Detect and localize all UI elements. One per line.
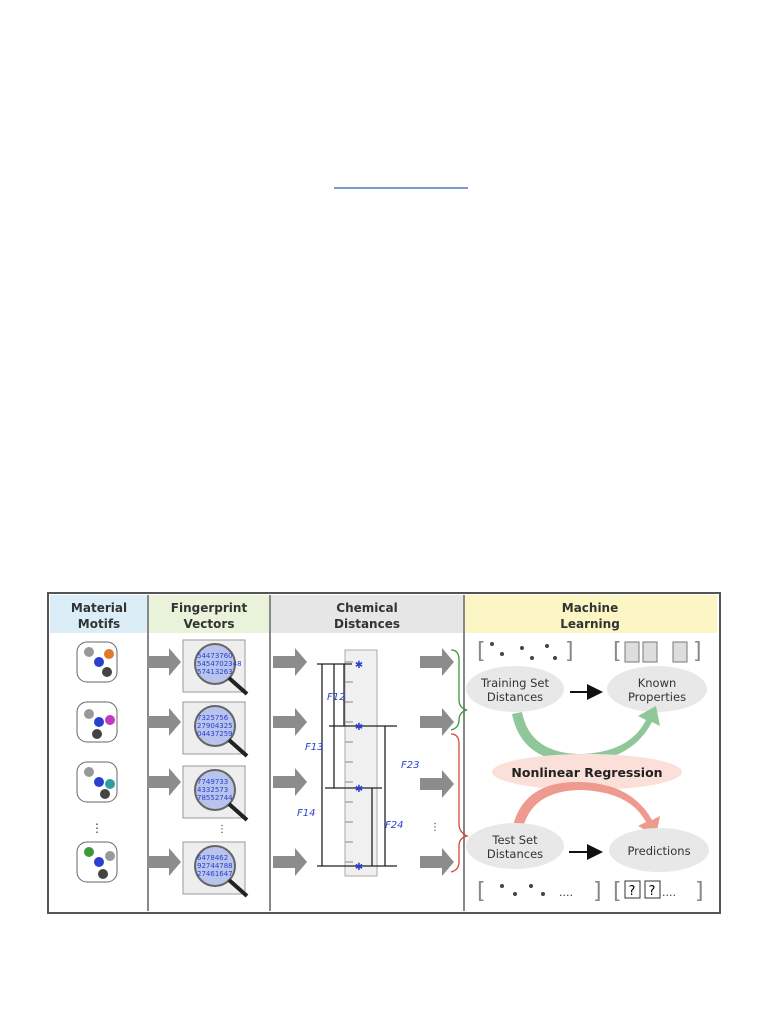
col-title: Fingerprint <box>171 601 248 615</box>
distance-ruler: ✱ ✱ ✱ ✱ F12 F13 F14 F23 F24 ⋮ <box>297 649 469 877</box>
svg-text:....: .... <box>662 886 676 899</box>
svg-text:⋮: ⋮ <box>91 821 103 835</box>
svg-text:]: ] <box>593 879 602 904</box>
svg-text:⋮: ⋮ <box>430 822 440 833</box>
header-material-motifs <box>50 595 148 633</box>
svg-text:✱: ✱ <box>355 862 363 873</box>
col-title: Chemical <box>336 601 397 615</box>
svg-text:27904325: 27904325 <box>197 722 233 730</box>
molecule-motifs: ⋮ <box>76 641 118 883</box>
svg-text:Known: Known <box>638 676 677 690</box>
svg-text:5454702348: 5454702348 <box>197 660 242 668</box>
col-title: Learning <box>560 617 620 631</box>
svg-text:92744788: 92744788 <box>197 862 233 870</box>
svg-text:Test Set: Test Set <box>491 833 538 847</box>
svg-text:Distances: Distances <box>487 847 543 861</box>
svg-text:04437259: 04437259 <box>197 730 233 738</box>
svg-text:57413263: 57413263 <box>197 668 233 676</box>
col-title: Motifs <box>78 617 120 631</box>
flow-arrows <box>147 648 454 876</box>
svg-text:?: ? <box>629 884 636 899</box>
svg-text:Training Set: Training Set <box>480 676 549 690</box>
distance-label: F12 <box>327 692 345 703</box>
svg-text:....: .... <box>559 886 573 899</box>
header-chemical-distances <box>270 595 464 633</box>
header-machine-learning <box>464 595 717 633</box>
distance-label: F23 <box>401 760 419 771</box>
col-title: Distances <box>334 617 400 631</box>
svg-text:7325756: 7325756 <box>197 714 229 722</box>
svg-text:[: [ <box>477 639 486 664</box>
test-arrow <box>512 781 660 836</box>
svg-text:]: ] <box>695 879 704 904</box>
svg-text:Distances: Distances <box>487 690 543 704</box>
svg-text:[: [ <box>613 879 622 904</box>
svg-text:54473760: 54473760 <box>197 652 233 660</box>
svg-text:[: [ <box>613 639 622 664</box>
distance-label: F13 <box>305 742 323 753</box>
svg-text:[: [ <box>477 879 486 904</box>
svg-text:27461647: 27461647 <box>197 870 233 878</box>
svg-text:⋮: ⋮ <box>217 824 227 835</box>
training-arrow <box>512 706 660 763</box>
svg-text:7749733: 7749733 <box>197 778 228 786</box>
svg-text:4332573: 4332573 <box>197 786 228 794</box>
distance-label: F24 <box>385 820 403 831</box>
svg-text:✱: ✱ <box>355 722 363 733</box>
ml-workflow-figure: Material Motifs Fingerprint Vectors Chem… <box>47 592 721 914</box>
svg-text:✱: ✱ <box>355 660 363 671</box>
hyperlink-underline[interactable] <box>334 187 468 189</box>
svg-text:]: ] <box>565 639 574 664</box>
svg-text:78552744: 78552744 <box>197 794 233 802</box>
svg-text:6478462: 6478462 <box>197 854 228 862</box>
svg-text:Properties: Properties <box>628 690 686 704</box>
nonlinear-regression-label: Nonlinear Regression <box>511 765 662 780</box>
svg-text:Predictions: Predictions <box>627 844 690 858</box>
header-fingerprint-vectors <box>148 595 270 633</box>
svg-text:]: ] <box>693 639 702 664</box>
svg-text:?: ? <box>649 884 656 899</box>
col-title: Vectors <box>184 617 235 631</box>
svg-text:✱: ✱ <box>355 784 363 795</box>
col-title: Machine <box>562 601 619 615</box>
col-title: Material <box>71 601 127 615</box>
distance-label: F14 <box>297 808 315 819</box>
